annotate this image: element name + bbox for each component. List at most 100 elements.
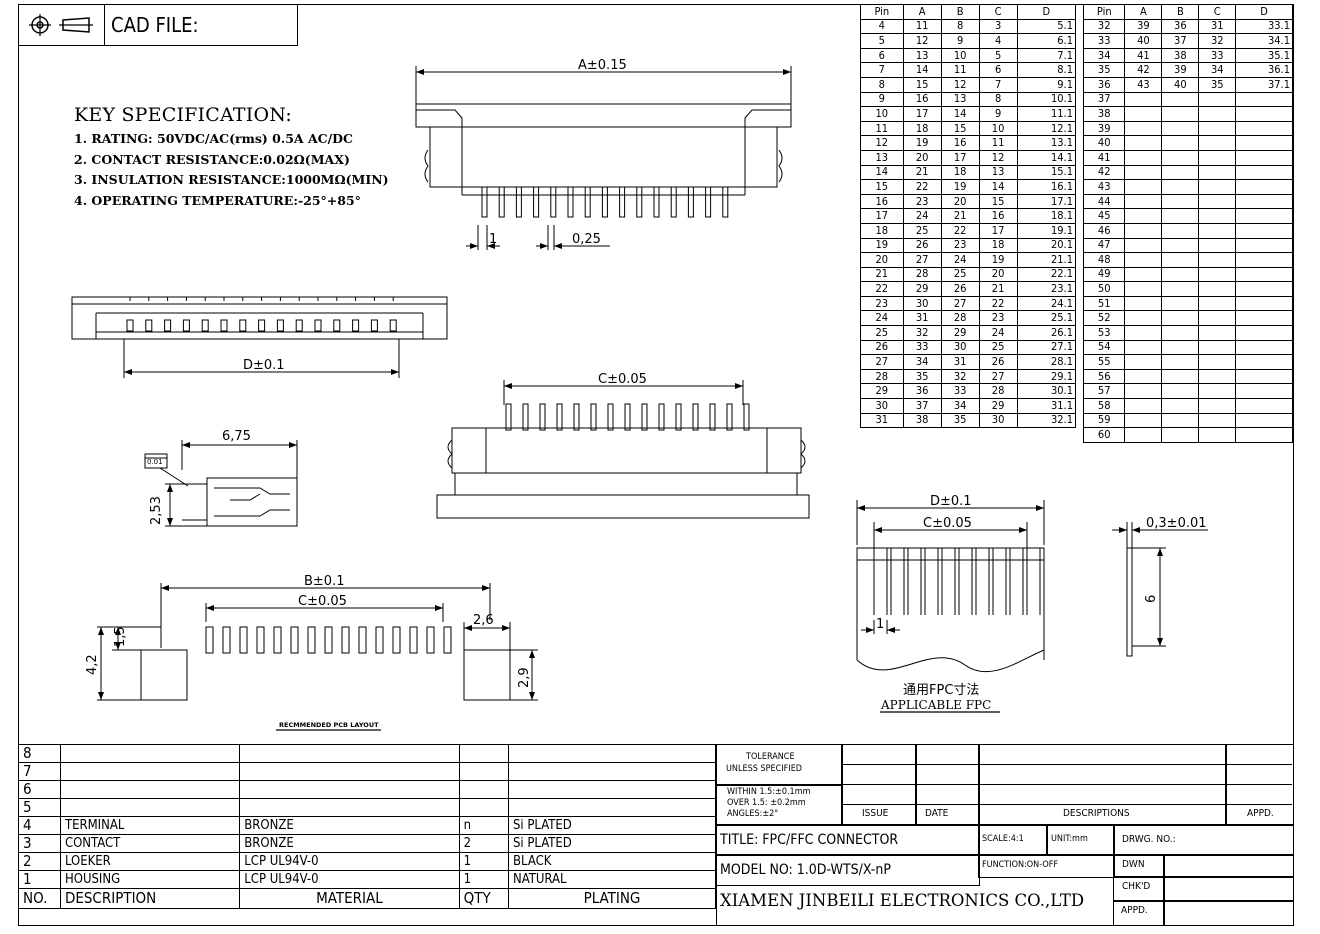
pin-table-cell	[1161, 368, 1200, 385]
pin-table-cell: 10	[940, 47, 980, 64]
pin-table-cell	[1235, 398, 1293, 414]
bom-cell: NATURAL	[507, 870, 717, 889]
pin-table-cell: 13	[978, 164, 1018, 181]
spec-item: 2. CONTACT RESISTANCE:0.02Ω(MAX)	[74, 151, 350, 167]
pin-table-cell: 49	[1082, 266, 1126, 283]
pin-table-cell: 38	[1161, 47, 1200, 64]
pin-table-row: 58	[1082, 398, 1293, 414]
pin-table-cell: 14	[860, 164, 904, 181]
pin-table-cell: 15	[860, 179, 904, 195]
pin-table-cell	[1161, 120, 1200, 137]
pin-table-cell: 13.1	[1016, 135, 1077, 151]
pin-table-cell: 25	[902, 222, 942, 239]
pin-table-cell: 37	[1161, 33, 1200, 49]
pin-table-cell: 21.1	[1016, 252, 1077, 268]
pin-table-cell	[1198, 208, 1237, 224]
bom-cell: BLACK	[507, 852, 717, 871]
bom-cell: 2	[458, 834, 509, 853]
pin-table-cell	[1124, 354, 1163, 370]
pin-table-cell	[1161, 237, 1200, 254]
pin-table-cell	[1124, 106, 1163, 122]
dwn-label: DWN	[1122, 859, 1145, 870]
pin-table-cell	[1235, 354, 1293, 370]
pin-table-cell	[1235, 208, 1293, 224]
bom-header-cell: NO.	[18, 888, 61, 909]
bom-cell: LOEKER	[59, 852, 241, 871]
pin-table-cell	[1198, 383, 1237, 400]
pin-table-cell: 5	[978, 47, 1018, 64]
pin-table-cell: 45	[1082, 208, 1126, 224]
pin-table-cell	[1198, 325, 1237, 341]
pin-table-cell: 12	[860, 135, 904, 151]
pin-table-cell: 26	[978, 354, 1018, 370]
pin-table-cell: 52	[1082, 310, 1126, 327]
pin-table-cell: 6	[978, 62, 1018, 78]
pin-table-cell: 24	[978, 325, 1018, 341]
company-name: XIAMEN JINBEILI ELECTRONICS CO.,LTD	[720, 891, 1085, 910]
pin-table-cell	[1161, 295, 1200, 312]
pin-table-row: 43	[1082, 179, 1293, 195]
first-angle-projection-icon	[19, 5, 105, 45]
bom-cell: 5	[18, 798, 61, 817]
pin-table-cell: 11	[902, 18, 942, 35]
pin-table-cell: 10	[978, 120, 1018, 137]
pin-table-cell: 26	[902, 237, 942, 254]
pin-table-cell	[1235, 368, 1293, 385]
pin-table-cell: 39	[1161, 62, 1200, 78]
pin-table-cell	[1161, 91, 1200, 108]
pin-table-cell: 12	[978, 149, 1018, 166]
appd-header: APPD.	[1247, 808, 1274, 819]
pin-table-cell: 17	[860, 208, 904, 224]
pin-table-cell: 18	[940, 164, 980, 181]
bom-cell	[239, 762, 460, 781]
pin-table-cell: 11	[940, 62, 980, 78]
bom-cell	[458, 762, 509, 781]
pin-table-cell: 20	[940, 193, 980, 210]
bom-cell: 8	[18, 744, 61, 763]
pin-table-row: 53	[1082, 325, 1293, 341]
pin-table-cell: 31	[940, 354, 980, 370]
pin-table-cell	[1198, 295, 1237, 312]
pin-table-cell: 18.1	[1016, 208, 1077, 224]
pin-table-cell: 20	[978, 266, 1018, 283]
pin-table-cell: 53	[1082, 325, 1126, 341]
pin-table-cell: 8.1	[1016, 62, 1077, 78]
pin-table-cell: 9	[978, 106, 1018, 122]
pin-table-cell: 40	[1124, 33, 1163, 49]
pin-table-header: Pin	[1082, 4, 1126, 20]
pin-table-cell: 26	[860, 339, 904, 356]
pin-table-cell: 17.1	[1016, 193, 1077, 210]
pin-table-cell	[1198, 339, 1237, 356]
pin-table-cell	[1235, 427, 1293, 443]
pin-table-cell	[1235, 135, 1293, 151]
pin-table-cell: 9	[860, 91, 904, 108]
pin-table-cell: 7.1	[1016, 47, 1077, 64]
pin-table-row: 57	[1082, 383, 1293, 400]
pin-table-row: 37	[1082, 91, 1293, 108]
pin-table-cell	[1198, 310, 1237, 327]
pin-table-cell: 37	[1082, 91, 1126, 108]
spec-item: 4. OPERATING TEMPERATURE:-25°+85°	[74, 192, 361, 208]
bom-header-cell: QTY	[458, 888, 509, 909]
pin-table-header: D	[1235, 4, 1293, 20]
pin-table-cell	[1124, 120, 1163, 137]
pin-table-cell	[1198, 266, 1237, 283]
pin-table-cell	[1124, 398, 1163, 414]
pin-table-cell	[1161, 193, 1200, 210]
pin-table-cell: 10	[860, 106, 904, 122]
pin-table-cell: 33	[1198, 47, 1237, 64]
pin-table-header: Pin	[860, 4, 904, 20]
